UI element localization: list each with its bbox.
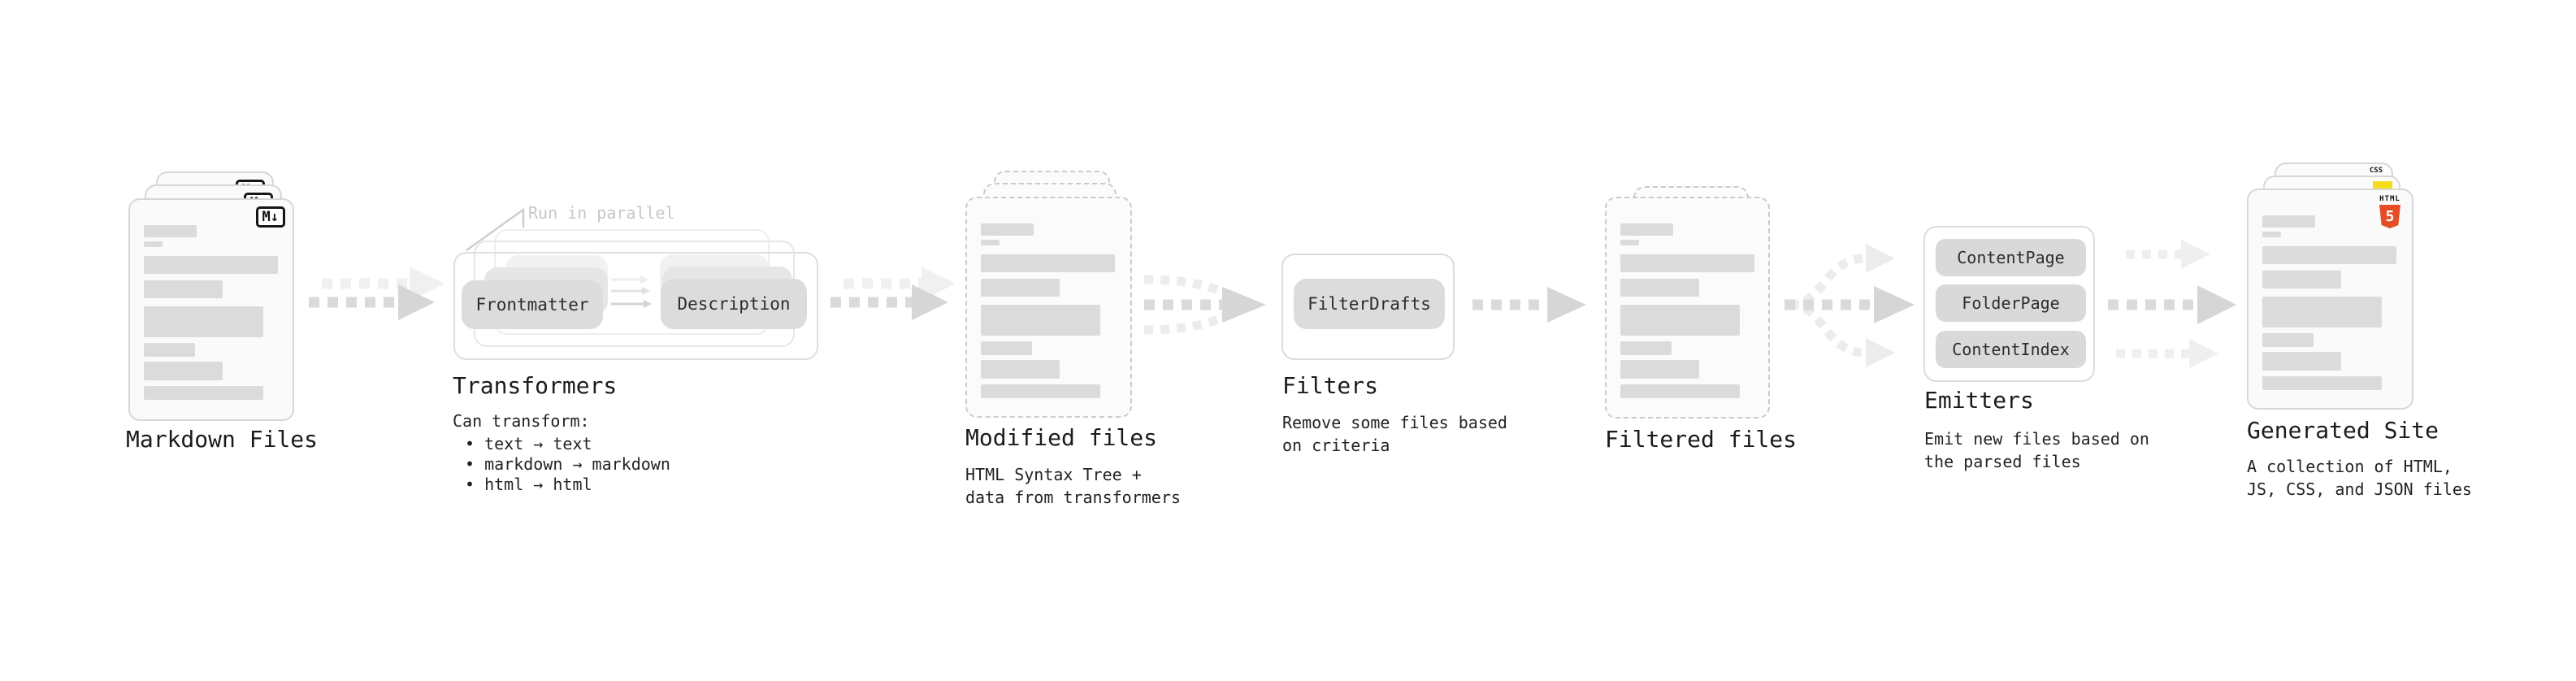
filters-container — [1281, 254, 1455, 360]
placeholder-bar — [981, 341, 1032, 355]
generated-site-label: Generated Site — [2247, 417, 2439, 444]
placeholder-bar — [144, 241, 163, 247]
emitters-container: ContentPage FolderPage ContentIndex — [1923, 226, 2095, 382]
placeholder-bar — [981, 223, 1034, 236]
transformers-desc-title: Can transform: — [453, 411, 590, 431]
placeholder-bar — [144, 362, 223, 380]
modified-files-label: Modified files — [965, 424, 1158, 451]
modified-file-card — [965, 197, 1132, 418]
placeholder-bar — [2262, 246, 2396, 264]
placeholder-bar — [1620, 341, 1672, 355]
placeholder-bar — [144, 306, 263, 337]
placeholder-bar — [144, 386, 263, 400]
modified-files-desc-2: data from transformers — [965, 488, 1181, 507]
emitters-desc-2: the parsed files — [1924, 452, 2081, 471]
markdown-files-label: Markdown Files — [126, 426, 319, 453]
flow-arrow-1 — [309, 267, 445, 320]
filterdrafts-chip: FilterDrafts — [1294, 279, 1445, 329]
placeholder-bar — [2262, 333, 2314, 347]
generated-site-desc-2: JS, CSS, and JSON files — [2247, 479, 2472, 499]
html5-icon: HTML 5 — [2378, 195, 2402, 228]
folderpage-chip: FolderPage — [1936, 284, 2086, 322]
filtered-files-label: Filtered files — [1605, 426, 1798, 453]
placeholder-bar — [1620, 223, 1673, 236]
filters-desc-2: on criteria — [1282, 436, 1390, 455]
parallel-note-leader-line — [466, 207, 525, 252]
transformer-container — [453, 252, 818, 360]
placeholder-bar — [2262, 376, 2382, 390]
filters-label: Filters — [1282, 372, 1379, 399]
placeholder-bar — [981, 360, 1060, 379]
placeholder-bar — [2262, 352, 2341, 371]
frontmatter-chip: Frontmatter — [462, 280, 603, 329]
flow-arrow-merge — [1143, 275, 1266, 335]
placeholder-bar — [144, 343, 195, 357]
contentpage-chip: ContentPage — [1936, 239, 2086, 276]
placeholder-bar — [1620, 384, 1740, 398]
placeholder-bar — [1620, 279, 1699, 297]
placeholder-bar — [2262, 297, 2382, 327]
placeholder-bar — [1620, 254, 1754, 272]
placeholder-bar — [144, 280, 223, 298]
transformers-label: Transformers — [453, 372, 618, 399]
parallel-note: Run in parallel — [528, 203, 675, 223]
description-chip: Description — [661, 279, 807, 329]
transformers-bullet-2: • markdown → markdown — [465, 454, 670, 474]
markdown-file-card: M↓ — [128, 198, 294, 421]
transformers-bullet-3: • html → html — [465, 475, 592, 494]
transformers-bullet-1: • text → text — [465, 434, 592, 453]
placeholder-bar — [1620, 240, 1639, 245]
filters-desc-1: Remove some files based — [1282, 413, 1507, 432]
placeholder-bar — [981, 279, 1060, 297]
flow-arrow-4 — [1472, 287, 1586, 323]
placeholder-bar — [2262, 232, 2281, 237]
placeholder-bar — [2262, 271, 2341, 288]
generated-site-desc-1: A collection of HTML, — [2247, 457, 2452, 476]
contentindex-chip: ContentIndex — [1936, 331, 2086, 368]
placeholder-bar — [2262, 215, 2315, 228]
placeholder-bar — [981, 384, 1100, 398]
flow-arrow-2 — [830, 267, 956, 320]
js-icon — [2373, 181, 2392, 190]
generated-html-card: HTML 5 — [2247, 189, 2413, 410]
placeholder-bar — [981, 254, 1115, 272]
filtered-file-card — [1605, 197, 1770, 419]
flow-arrow-outputs — [2108, 240, 2236, 368]
modified-files-desc-1: HTML Syntax Tree + — [965, 465, 1142, 484]
placeholder-bar — [981, 305, 1100, 336]
flow-arrow-fanout — [1785, 244, 1915, 367]
placeholder-bar — [1620, 360, 1699, 379]
markdown-icon: M↓ — [255, 206, 285, 228]
emitters-label: Emitters — [1924, 387, 2034, 414]
placeholder-bar — [144, 225, 197, 237]
placeholder-bar — [1620, 305, 1740, 336]
placeholder-bar — [981, 240, 1000, 245]
parallel-mini-arrows — [611, 275, 652, 308]
emitters-desc-1: Emit new files based on — [1924, 429, 2149, 449]
placeholder-bar — [144, 256, 278, 274]
